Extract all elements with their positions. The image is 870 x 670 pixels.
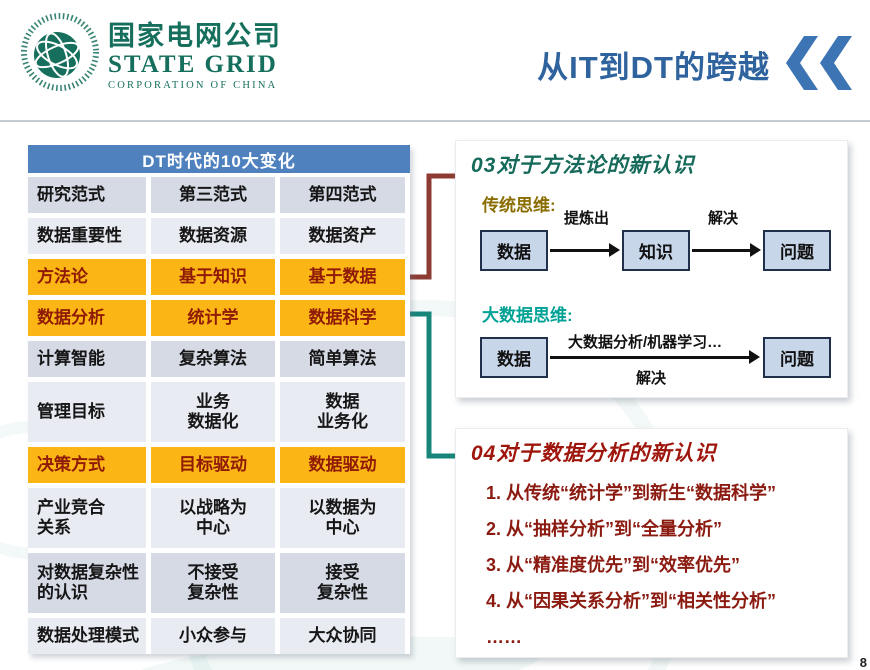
table-cell: 统计学 (151, 300, 275, 336)
dt-changes-table: DT时代的10大变化 研究范式 第三范式 第四范式 数据重要性 数据资源 数据资… (28, 145, 410, 654)
double-chevron-icon (786, 36, 852, 90)
table-cell: 数据资产 (280, 218, 405, 254)
table-cell: 不接受 复杂性 (151, 553, 275, 613)
table-cell: 决策方式 (28, 447, 146, 483)
table-cell: 大众协同 (280, 618, 405, 654)
table-row: 数据处理模式 小众参与 大众协同 (28, 618, 410, 654)
arrow-label: 解决 (708, 210, 739, 227)
table-title: DT时代的10大变化 (28, 145, 410, 173)
list-item: 3. 从“精准度优先”到“效率优先” (486, 555, 741, 575)
table-row: 数据重要性 数据资源 数据资产 (28, 218, 410, 254)
logo-text: 国家电网公司 STATE GRID CORPORATION OF CHINA (108, 14, 282, 91)
table-row: 研究范式 第三范式 第四范式 (28, 177, 410, 213)
flow-box-knowledge: 知识 (622, 230, 690, 271)
table-cell: 方法论 (28, 259, 146, 295)
flow-box-data: 数据 (480, 230, 548, 271)
list-item: 2. 从“抽样分析”到“全量分析” (486, 519, 723, 539)
table-cell: 复杂算法 (151, 341, 275, 377)
panel-methodology: 03对于方法论的新认识 传统思维: 数据 提炼出 知识 解决 问题 大数据思维:… (455, 140, 848, 398)
flow-box-data: 数据 (480, 337, 548, 378)
table-cell: 管理目标 (28, 382, 146, 442)
flow-box-problem: 问题 (763, 230, 831, 271)
table-cell: 数据分析 (28, 300, 146, 336)
arrow-right-icon (550, 350, 760, 364)
traditional-thinking-label: 传统思维: (482, 196, 556, 215)
table-cell: 小众参与 (151, 618, 275, 654)
table-cell: 接受 复杂性 (280, 553, 405, 613)
table-row-highlight: 决策方式 目标驱动 数据驱动 (28, 447, 410, 483)
table-row: 产业竞合 关系 以战略为 中心 以数据为 中心 (28, 488, 410, 548)
table-row-highlight: 方法论 基于知识 基于数据 (28, 259, 410, 295)
table-cell: 数据重要性 (28, 218, 146, 254)
logo-name-cn: 国家电网公司 (108, 20, 282, 51)
table-cell: 数据驱动 (280, 447, 405, 483)
table-cell: 基于数据 (280, 259, 405, 295)
arrow-label: 提炼出 (564, 210, 610, 227)
table-cell: 以战略为 中心 (151, 488, 275, 548)
table-cell: 以数据为 中心 (280, 488, 405, 548)
teal-connector (410, 311, 458, 459)
red-connector (410, 173, 458, 280)
logo-subtitle: CORPORATION OF CHINA (108, 79, 278, 91)
arrow-label-top: 大数据分析/机器学习… (568, 334, 723, 351)
bigdata-thinking-label: 大数据思维: (482, 306, 573, 325)
list-item: 1. 从传统“统计学”到新生“数据科学” (486, 483, 777, 503)
panel04-list: 1. 从传统“统计学”到新生“数据科学” 2. 从“抽样分析”到“全量分析” 3… (486, 475, 835, 655)
table-cell: 业务 数据化 (151, 382, 275, 442)
table-cell: 目标驱动 (151, 447, 275, 483)
header-divider (0, 120, 870, 122)
table-cell: 基于知识 (151, 259, 275, 295)
list-item: 4. 从“因果关系分析”到“相关性分析” (486, 591, 777, 611)
panel-data-analysis: 04对于数据分析的新认识 1. 从传统“统计学”到新生“数据科学” 2. 从“抽… (455, 428, 848, 658)
state-grid-logo: 国家电网公司 STATE GRID CORPORATION OF CHINA (20, 12, 282, 92)
flow-box-problem: 问题 (763, 337, 831, 378)
state-grid-globe-icon (21, 13, 99, 91)
table-cell: 数据 业务化 (280, 382, 405, 442)
panel04-title: 04对于数据分析的新认识 (471, 442, 717, 465)
table-cell: 第三范式 (151, 177, 275, 213)
table-cell: 第四范式 (280, 177, 405, 213)
arrow-right-icon (692, 243, 761, 257)
table-cell: 产业竞合 关系 (28, 488, 146, 548)
arrow-right-icon (550, 243, 620, 257)
table-row-highlight: 数据分析 统计学 数据科学 (28, 300, 410, 336)
logo-name-en: STATE GRID (108, 50, 278, 78)
table-cell: 简单算法 (280, 341, 405, 377)
slide-title: 从IT到DT的跨越 (537, 50, 770, 85)
panel03-title: 03对于方法论的新认识 (471, 154, 695, 177)
table-cell: 对数据复杂性 的认识 (28, 553, 146, 613)
list-item: …… (486, 627, 522, 647)
arrow-label-bottom: 解决 (636, 370, 667, 387)
table-cell: 数据科学 (280, 300, 405, 336)
table-row: 管理目标 业务 数据化 数据 业务化 (28, 382, 410, 442)
table-cell: 计算智能 (28, 341, 146, 377)
table-cell: 数据资源 (151, 218, 275, 254)
table-row: 计算智能 复杂算法 简单算法 (28, 341, 410, 377)
table-cell: 数据处理模式 (28, 618, 146, 654)
page-number: 8 (859, 655, 867, 670)
table-cell: 研究范式 (28, 177, 146, 213)
table-row: 对数据复杂性 的认识 不接受 复杂性 接受 复杂性 (28, 553, 410, 613)
